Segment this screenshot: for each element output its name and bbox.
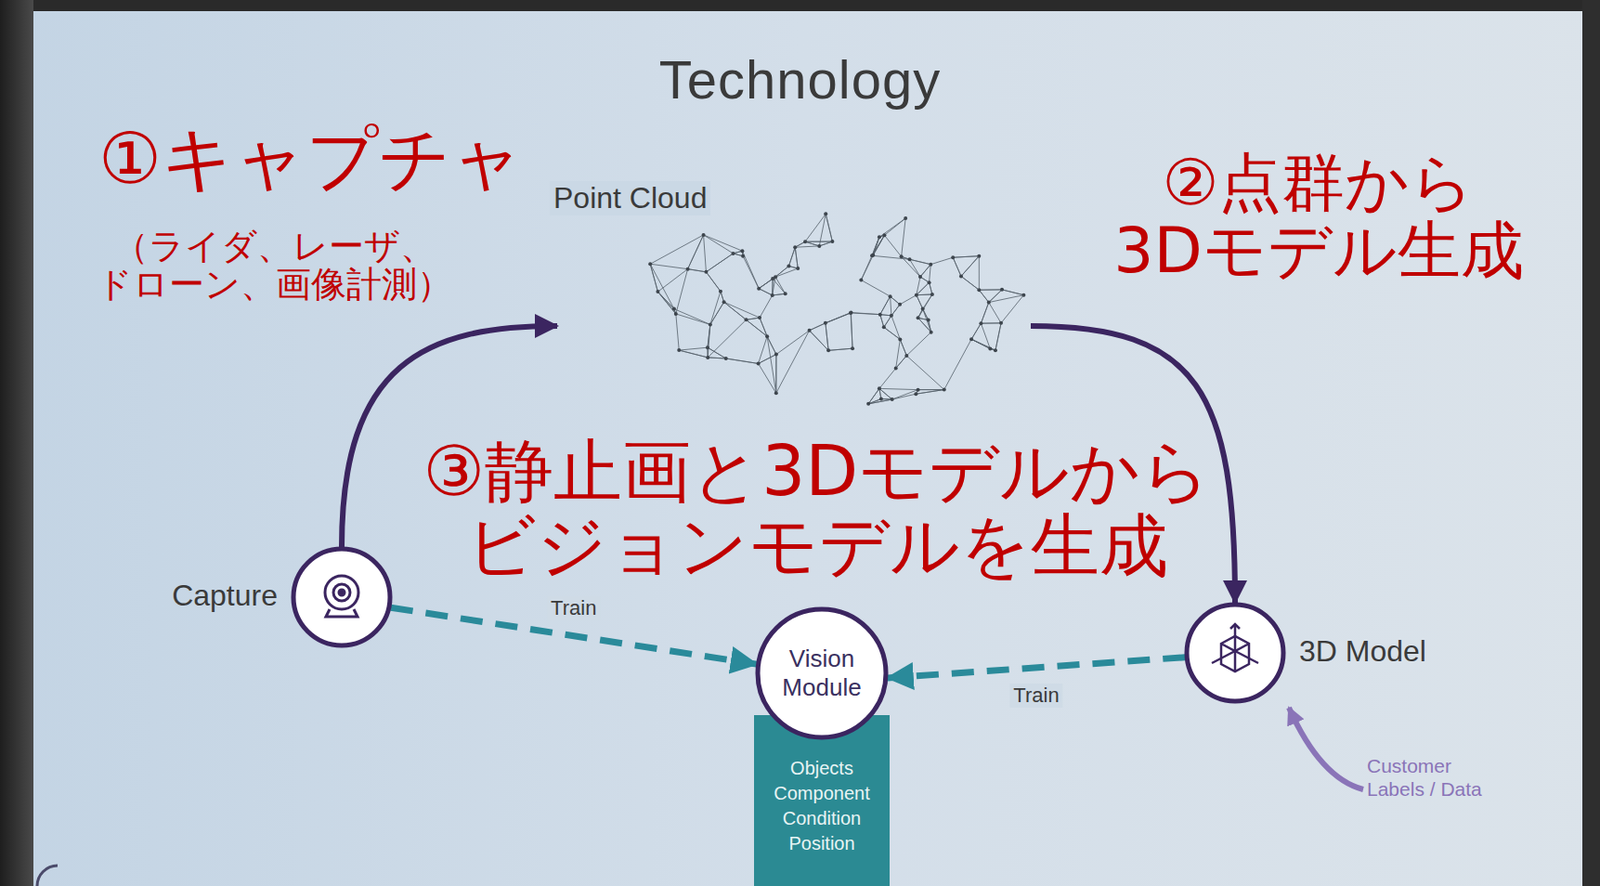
edge-label: Train [546, 596, 600, 621]
node-heading: Point Cloud [549, 181, 711, 216]
model-circle-outline [1183, 601, 1287, 704]
vision-module-circle: Vision Module [754, 606, 889, 741]
node-heading: Capture [171, 578, 278, 613]
cube-icon [1211, 624, 1259, 672]
step-annotation: ③静止画と3Dモデルから ビジョンモデルを生成 [390, 434, 1245, 584]
frame-left [0, 0, 34, 886]
logo-arc [37, 865, 58, 886]
capture-circle-outline [290, 546, 393, 649]
step-annotation: ②点群から 3Dモデル生成 [1086, 148, 1551, 286]
point-cloud-outline [557, 181, 1031, 423]
cloud-points [648, 211, 1026, 406]
frame-top [0, 0, 1600, 12]
band-text: Objects Component Condition Position [761, 755, 883, 857]
edge-label: Train [1009, 683, 1063, 708]
step-note: （ライダ、レーザ、 ドローン、画像計測） [69, 227, 479, 304]
node-label: Vision Module [770, 644, 873, 703]
frame-right [1582, 0, 1600, 886]
cloud-mesh [650, 213, 1024, 404]
capture-circle: Capture [290, 546, 393, 649]
camera-icon [325, 575, 359, 617]
train-arrow [887, 657, 1185, 678]
slide-title: Technology [0, 48, 1600, 111]
model-circle: 3D Model [1183, 601, 1287, 704]
customer-arrow [1288, 707, 1364, 790]
output-band: Objects Component Condition Position [754, 715, 890, 886]
step-annotation: ①キャプチャ [88, 120, 534, 197]
input-label: Customer Labels / Data [1366, 754, 1507, 801]
point-cloud: Point Cloud [557, 181, 1031, 423]
node-heading: 3D Model [1299, 634, 1427, 669]
